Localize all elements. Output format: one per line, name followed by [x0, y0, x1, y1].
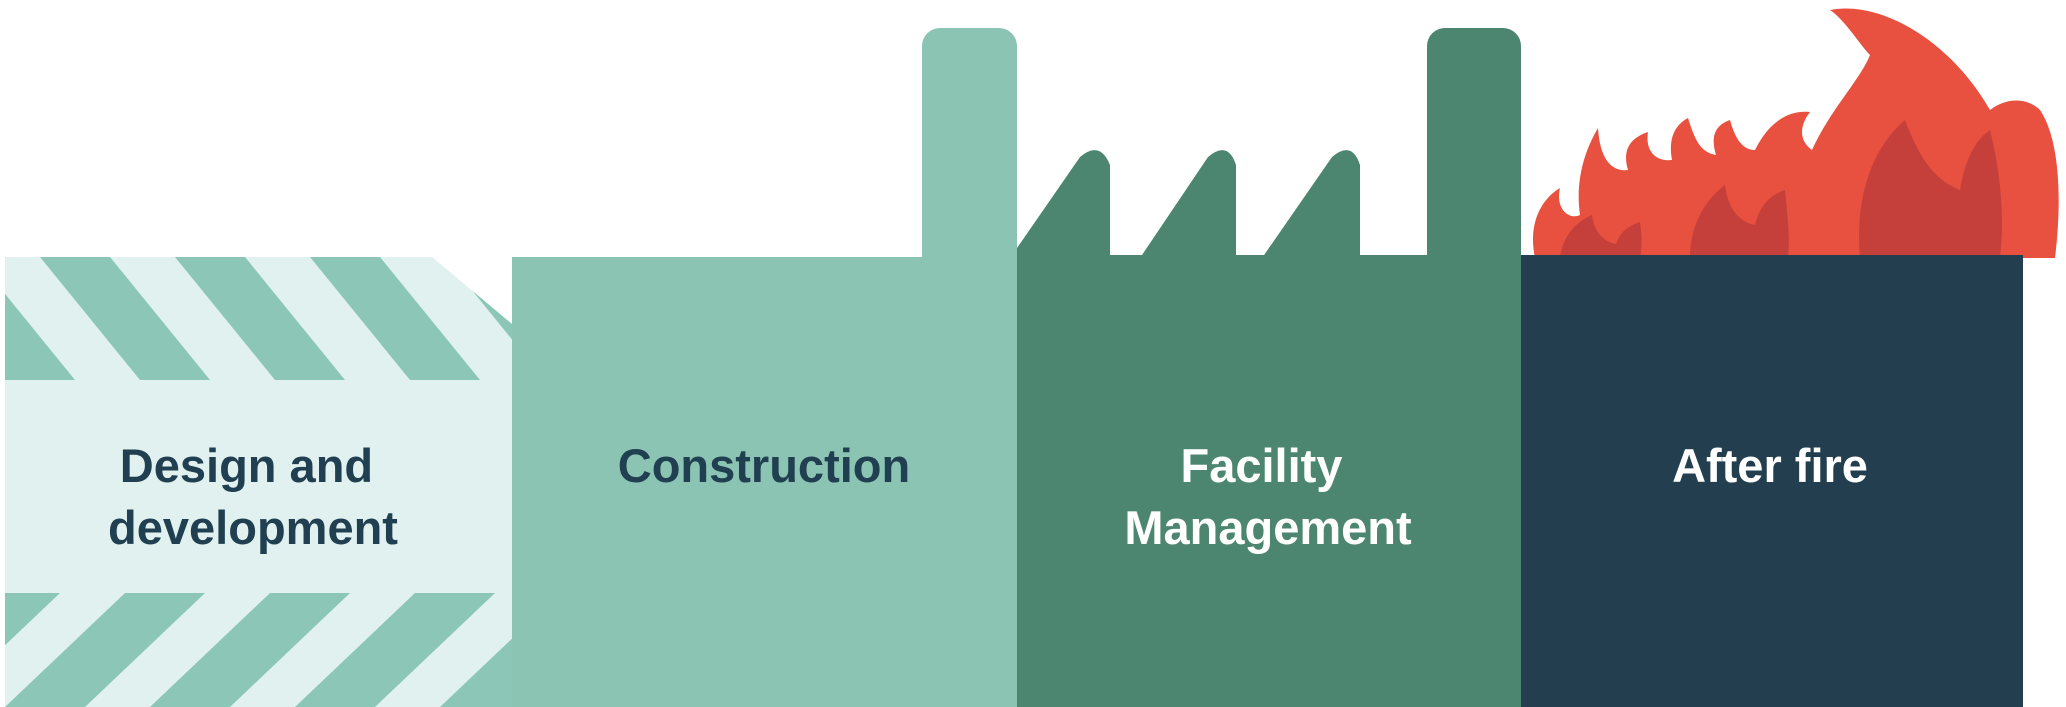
facility-label-line-1: Facility — [1180, 439, 1342, 492]
construction-chimney-icon — [922, 28, 1017, 288]
stage-construction: Construction — [512, 28, 1017, 707]
factory-roof-icon — [1017, 150, 1430, 258]
fire-flames-icon — [1532, 8, 2059, 259]
facility-label-line-2: Management — [1124, 501, 1412, 554]
design-label-line-1: Design and — [120, 439, 373, 492]
stage-after-fire: After fire — [1521, 8, 2059, 707]
stage-facility: Facility Management — [1017, 28, 1521, 707]
stage-label-after-fire: After fire — [1672, 439, 1868, 492]
stage-design: Design and development — [5, 257, 512, 707]
construction-building — [512, 257, 1017, 707]
factory-chimney-icon — [1427, 28, 1521, 288]
stage-label-design: Design and development — [108, 439, 398, 554]
facility-building — [1017, 255, 1521, 707]
stage-label-facility: Facility Management — [1124, 439, 1412, 554]
after-fire-building — [1521, 255, 2023, 707]
stage-label-construction: Construction — [618, 439, 910, 492]
design-label-line-2: development — [108, 501, 398, 554]
